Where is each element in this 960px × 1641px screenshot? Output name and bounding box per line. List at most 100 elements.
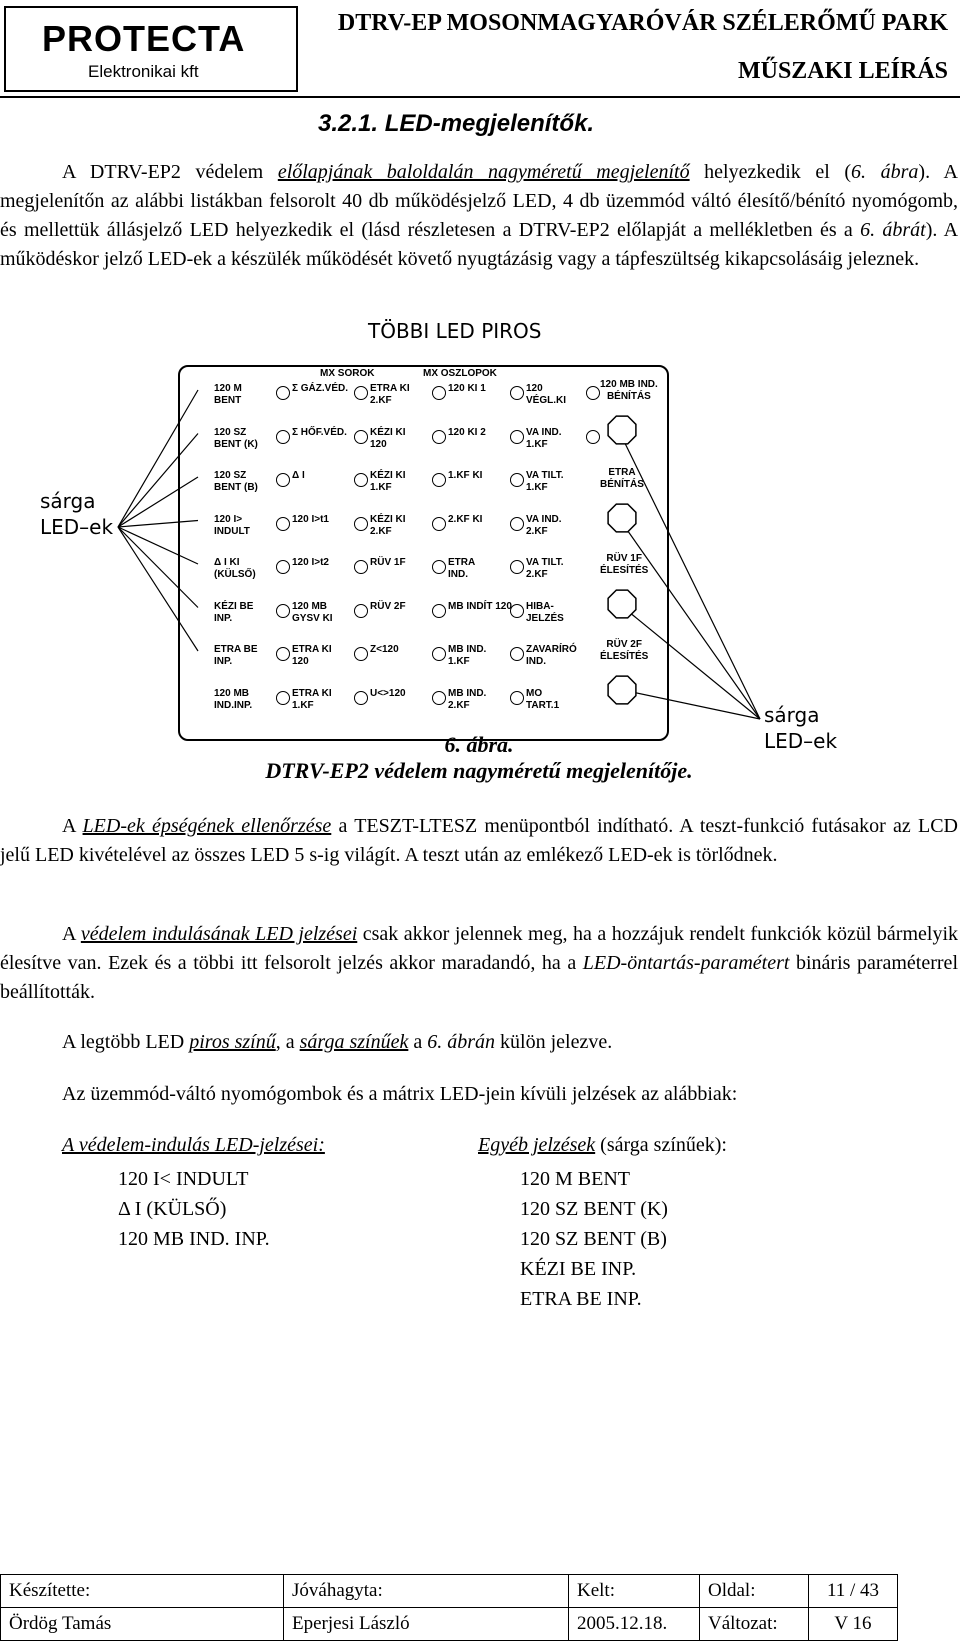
led-indicator	[510, 516, 524, 531]
list-start-signals-items: 120 I< INDULT Δ I (KÜLSŐ) 120 MB IND. IN…	[118, 1164, 270, 1254]
led-indicator	[354, 516, 368, 531]
underlined-text: piros színű	[189, 1031, 276, 1053]
list-item: 120 SZ BENT (K)	[520, 1198, 668, 1220]
text: a	[408, 1031, 428, 1053]
led-label: MB INDÍT 120	[448, 600, 512, 612]
text: A	[62, 815, 83, 837]
italic-text: LED-öntartás-paramétert	[582, 952, 790, 974]
text: a TESZT-LTESZ menüpontból indítható. A t…	[0, 815, 958, 866]
led-indicator	[354, 429, 368, 444]
led-indicator	[432, 690, 446, 705]
led-indicator	[432, 516, 446, 531]
list-item: ETRA BE INP.	[520, 1288, 642, 1310]
led-label: VA TILT.2.KF	[526, 557, 564, 580]
section-title: 3.2.1. LED-megjelenítők.	[318, 110, 595, 137]
led-indicator	[586, 386, 600, 400]
document-title: DTRV-EP MOSONMAGYARÓVÁR SZÉLERŐMŰ PARK	[337, 10, 948, 36]
figure-label-yellow-left-2: LED–ek	[40, 515, 114, 539]
list-title-rest: (sárga színűek):	[595, 1134, 727, 1156]
list-start-signals: A védelem-indulás LED-jelzései:	[62, 1130, 325, 1160]
underlined-text: védelem indulásának LED jelzései	[80, 923, 358, 945]
footer-made-label: Készítette:	[0, 1574, 284, 1608]
led-label: U<>120	[370, 687, 406, 699]
paragraph-colors: A legtöbb LED piros színű, a sárga színű…	[0, 1028, 958, 1057]
footer-page-label: Oldal:	[699, 1574, 809, 1608]
led-indicator	[432, 560, 446, 574]
text: Az üzemmód-váltó nyomógombok és a mátrix…	[62, 1083, 738, 1105]
led-indicator	[432, 386, 446, 400]
figure-reference: 6. ábrát	[860, 219, 926, 241]
text: ). A megjelenítőn az alábbi listákban fe…	[0, 161, 958, 241]
led-label: MB IND.2.KF	[448, 687, 487, 711]
text: bináris paraméterrel beállították.	[0, 952, 958, 1003]
list-item: 120 I< INDULT	[118, 1168, 249, 1190]
figure-caption-title: DTRV-EP2 védelem nagyméretű megjelenítőj…	[265, 758, 693, 783]
led-label: Z<120	[370, 644, 399, 655]
logo-main-text: PROTECTA	[42, 18, 246, 59]
company-logo: PROTECTA Elektronikai kft	[4, 6, 298, 92]
led-indicator	[276, 647, 290, 661]
list-title: A védelem-indulás LED-jelzései:	[62, 1134, 325, 1156]
footer-date-label: Kelt:	[568, 1574, 700, 1608]
led-indicator	[510, 429, 524, 444]
column-header-columns: MX OSZLOPOK	[423, 368, 497, 379]
list-other-signals: Egyéb jelzések (sárga színűek):	[478, 1130, 727, 1160]
led-label: Σ HŐF.VÉD.	[292, 426, 347, 438]
led-label: VA IND.1.KF	[526, 426, 562, 450]
paragraph-led-test: A LED-ek épségének ellenőrzése a TESZT-L…	[0, 812, 958, 870]
led-indicator	[510, 560, 524, 574]
mode-push-button[interactable]	[605, 673, 637, 705]
led-label: Δ I	[292, 470, 305, 481]
led-indicator	[354, 560, 368, 574]
text: csak akkor jelennek meg, ha a hozzájuk r…	[0, 923, 959, 974]
led-label: HIBA-JELZÉS	[526, 600, 564, 624]
figure-label-yellow-right-1: sárga	[764, 703, 820, 727]
pointer-lines	[117, 389, 761, 720]
led-indicator	[510, 647, 524, 661]
mode-push-button[interactable]	[605, 413, 637, 445]
text: A	[62, 923, 81, 945]
led-indicator	[354, 473, 368, 487]
led-label: RÜV 1F	[370, 557, 406, 568]
footer-table: Készítette: Jóváhagyta: Kelt: Oldal: 11 …	[0, 1574, 898, 1641]
list-item: Δ I (KÜLSŐ)	[118, 1198, 227, 1220]
led-indicator	[354, 690, 368, 705]
text: külön jelezve.	[495, 1031, 613, 1053]
mode-push-button[interactable]	[605, 587, 637, 619]
document-subtitle: MŰSZAKI LEÍRÁS	[737, 58, 948, 84]
led-indicator	[354, 386, 368, 400]
led-label: 1.KF KI	[448, 470, 483, 481]
mode-push-button[interactable]	[605, 501, 637, 533]
led-indicator	[354, 647, 368, 661]
led-indicator	[510, 473, 524, 487]
list-item: 120 SZ BENT (B)	[520, 1228, 667, 1250]
led-indicator	[510, 386, 524, 400]
footer-made-value: Ördög Tamás	[0, 1607, 284, 1641]
figure-reference: 6. ábrán	[427, 1031, 496, 1053]
led-label: Δ I KI(KÜLSŐ)	[214, 557, 256, 580]
logo-sub-text: Elektronikai kft	[88, 62, 199, 81]
led-label: VA TILT.1.KF	[526, 470, 564, 493]
paragraph-start-signals: A védelem indulásának LED jelzései csak …	[0, 920, 958, 1007]
led-indicator	[276, 690, 290, 705]
list-title: Egyéb jelzések	[478, 1134, 596, 1156]
header-divider	[0, 96, 960, 98]
led-indicator	[432, 473, 446, 487]
led-indicator	[276, 429, 290, 444]
column-header-rows: MX SOROK	[320, 368, 375, 379]
text: helyezkedik el (	[689, 161, 852, 183]
footer-version-label: Változat:	[699, 1607, 809, 1641]
list-item: KÉZI BE INP.	[520, 1258, 637, 1280]
led-label: 120 I>INDULT	[214, 513, 250, 537]
led-label: 120 I>t1	[292, 513, 329, 525]
